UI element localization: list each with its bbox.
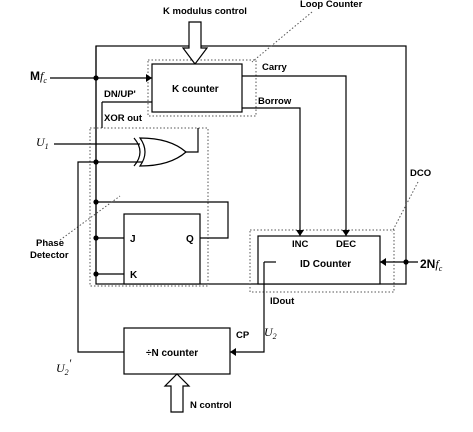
phase-detector-region <box>89 127 209 287</box>
jk-j-label: J <box>130 234 136 245</box>
id-counter-block <box>257 235 381 285</box>
jk-q-label: Q <box>186 234 194 245</box>
xor-input-arc <box>133 137 141 167</box>
two-n-fc-label: 2Nfc <box>420 257 443 273</box>
m-fc-label: Mfc <box>30 69 47 85</box>
cp-label: CP <box>236 330 250 341</box>
k-counter-label: K counter <box>172 84 219 95</box>
detector-label: Detector <box>30 250 69 261</box>
k-junction <box>93 271 99 277</box>
carry-label: Carry <box>262 62 288 73</box>
n-control-arrow <box>163 373 191 413</box>
jk-k-label: K <box>130 270 138 281</box>
u2-prime-label: U2' <box>56 356 72 377</box>
dco-label: DCO <box>410 168 431 179</box>
loop-counter-label: Loop Counter <box>300 0 363 10</box>
phase-label: Phase <box>36 238 64 249</box>
two-n-fc-arrowhead <box>380 258 386 266</box>
u2-wire <box>230 292 265 353</box>
loop-counter-region <box>147 59 257 117</box>
u2-arrowhead <box>230 348 236 356</box>
dec-label: DEC <box>336 239 356 250</box>
two-n-fc-junction <box>403 259 409 265</box>
carry-wire <box>242 75 347 236</box>
q-feedback-wire <box>96 201 229 239</box>
dco-pointer <box>391 181 419 233</box>
u2-label: U2 <box>264 325 277 341</box>
k-modulus-arrow <box>181 21 209 65</box>
dn-up-label: DN/UP' <box>104 89 136 100</box>
k-counter-block <box>151 63 243 113</box>
id-counter-region <box>249 229 395 293</box>
k-modulus-control-label: K modulus control <box>163 6 247 17</box>
borrow-arrowhead <box>296 230 304 236</box>
n-counter-label: ÷N counter <box>146 348 198 359</box>
n-control-label: N control <box>190 400 232 411</box>
u1-label: U1 <box>36 135 49 151</box>
idout-label: IDout <box>270 296 295 307</box>
borrow-label: Borrow <box>258 96 292 107</box>
jk-flipflop-block <box>123 213 201 285</box>
xor-gate <box>138 137 187 167</box>
carry-arrowhead <box>342 230 350 236</box>
id-counter-label: ID Counter <box>300 259 351 270</box>
j-junction <box>93 235 99 241</box>
borrow-wire <box>242 107 301 236</box>
q-feedback-junction <box>93 199 99 205</box>
loop-counter-pointer <box>251 11 313 63</box>
m-fc-arrowhead <box>146 74 152 82</box>
n-counter-block <box>123 327 231 375</box>
u2-prime-feedback-wire <box>77 161 124 353</box>
xor-out-label: XOR out <box>104 113 143 124</box>
inc-label: INC <box>292 239 309 250</box>
xor-output-wire <box>186 128 199 153</box>
